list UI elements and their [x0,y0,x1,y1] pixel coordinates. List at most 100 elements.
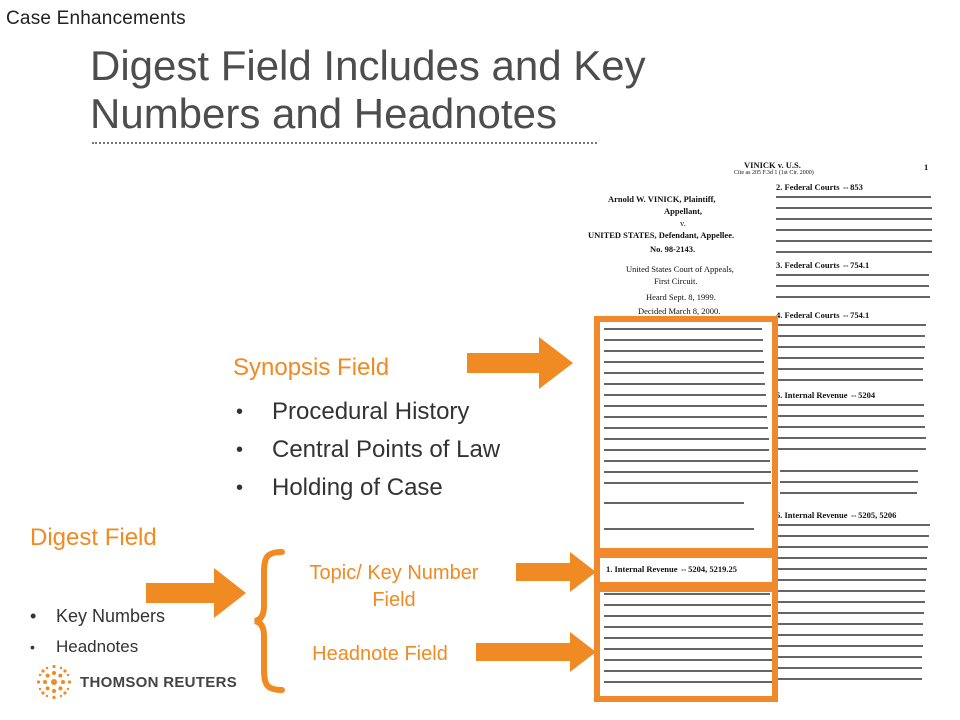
synopsis-item-label: Procedural History [272,398,470,425]
opinion-party-v: v. [680,218,686,228]
opinion-court-2: First Circuit. [654,276,698,286]
opinion-text-line [776,426,925,428]
opinion-text-line [776,612,924,614]
opinion-text-line [776,274,929,276]
section-topic: Case Enhancements [6,8,186,29]
opinion-party-1: Arnold W. VINICK, Plaintiff, [608,194,716,204]
opinion-text-line [776,415,925,417]
opinion-heading-4: 4. Federal Courts ⇔754.1 [776,310,870,320]
opinion-heading-2: 2. Federal Courts ⇔853 [776,182,863,192]
opinion-text-line [776,656,923,658]
opinion-text-line [776,251,932,253]
opinion-text-line [776,535,929,537]
opinion-heading-3: 3. Federal Courts ⇔754.1 [776,260,870,270]
bracket-icon [254,549,285,693]
opinion-text-line [776,207,932,209]
opinion-text-line [776,240,932,242]
headnote-highlight-box [594,586,778,702]
opinion-date-1: Heard Sept. 8, 1999. [646,292,716,302]
opinion-text-line [776,379,923,381]
list-item: •Holding of Case [236,469,500,507]
opinion-text-line [604,383,766,385]
opinion-docket: No. 98-2143. [650,244,696,254]
synopsis-arrow-icon [467,337,573,389]
bullet-icon: • [30,639,35,655]
opinion-date-2: Decided March 8, 2000. [638,306,721,316]
synopsis-heading: Synopsis Field [233,354,390,381]
opinion-text-line [604,659,772,661]
list-item: • Key Numbers [30,600,165,632]
opinion-text-line [780,481,918,483]
digest-heading: Digest Field [30,524,157,551]
topic-key-number-label-line-1: Topic/ Key Number [309,562,479,584]
opinion-text-line [604,604,771,606]
digest-item-label: Key Numbers [56,605,166,626]
opinion-text-line [776,196,932,198]
opinion-text-line [604,427,769,429]
opinion-citation: Cite as 205 F.3d 1 (1st Cir. 2000) [734,170,814,176]
opinion-text-line [776,285,930,287]
opinion-text-line [776,335,926,337]
opinion-text-line [776,623,924,625]
opinion-text-line [776,404,924,406]
list-item: •Procedural History [236,393,500,431]
opinion-text-line [776,524,930,526]
opinion-text-line [604,405,767,407]
list-item: •Headnotes [30,632,165,662]
bullet-icon: • [236,476,244,499]
synopsis-item-label: Central Points of Law [272,436,501,463]
opinion-text-line [604,637,772,639]
opinion-court-1: United States Court of Appeals, [626,264,734,274]
opinion-text-line [604,372,765,374]
opinion-text-line [776,568,927,570]
topic-key-number-label: Topic/ Key Number Field [274,562,514,612]
opinion-text-line [604,482,772,484]
headnote-field-label: Headnote Field [312,643,448,665]
logo-wordmark: THOMSON REUTERS [80,673,238,691]
opinion-text-line [604,528,755,530]
digest-list: • Key Numbers •Headnotes [30,600,165,662]
title-underline [92,142,597,144]
opinion-text-line [780,470,919,472]
list-item: •Central Points of Law [236,431,500,469]
opinion-running-head: VINICK v. U.S. [744,160,801,170]
synopsis-highlight-box [594,316,778,554]
slide-title-line-1: Digest Field Includes and Key [90,42,646,89]
synopsis-list: •Procedural History •Central Points of L… [236,393,500,507]
opinion-text-line [776,357,925,359]
opinion-text-line [604,626,772,628]
opinion-text-line [604,339,763,341]
opinion-text-line [776,546,929,548]
thomson-reuters-emblem-icon [36,664,72,700]
headnote-arrow-icon [476,632,596,672]
topic-key-number-label-line-2: Field [372,589,416,611]
opinion-text-line [604,438,769,440]
opinion-text-line [776,557,928,559]
opinion-text-line [776,296,931,298]
opinion-text-line [776,368,924,370]
digest-arrow-icon [146,568,246,618]
opinion-text-line [604,416,768,418]
opinion-text-line [776,324,927,326]
opinion-text-line [604,449,770,451]
topic-key-highlight-box [594,552,778,588]
opinion-text-line [604,460,771,462]
opinion-text-line [604,615,772,617]
thomson-reuters-logo: THOMSON REUTERS [36,664,237,700]
opinion-text-line [776,601,925,603]
opinion-text-line [604,681,772,683]
opinion-text-line [776,437,926,439]
opinion-text-line [776,678,922,680]
opinion-text-line [776,229,932,231]
opinion-text-line [776,667,923,669]
slide-title-line-2: Numbers and Headnotes [90,90,557,137]
opinion-text-line [776,579,926,581]
opinion-text-line [604,394,766,396]
opinion-text-line [604,361,764,363]
bullet-icon: • [30,605,37,626]
opinion-text-line [604,502,744,504]
opinion-text-line [780,492,917,494]
opinion-text-line [776,634,923,636]
opinion-text-line [776,645,923,647]
opinion-text-line [776,346,925,348]
